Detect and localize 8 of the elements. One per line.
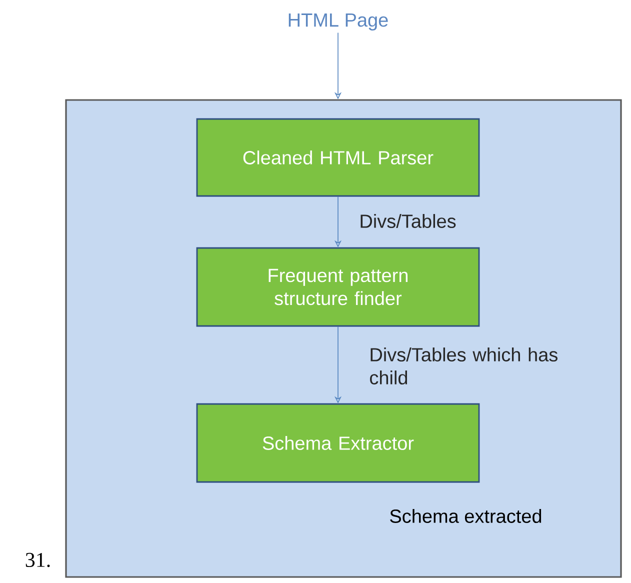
- process-box: Cleaned HTML Parser: [196, 118, 480, 197]
- caption-text: Schema extracted: [390, 509, 542, 523]
- input-label: HTML Page: [288, 14, 388, 30]
- edge-label: Divs/Tables: [360, 214, 456, 228]
- figure-number: 31.: [26, 552, 50, 568]
- edge-label: Divs/Tables which has child: [370, 348, 558, 384]
- process-box: Schema Extractor: [196, 403, 480, 483]
- process-box: Frequent pattern structure finder: [196, 247, 480, 327]
